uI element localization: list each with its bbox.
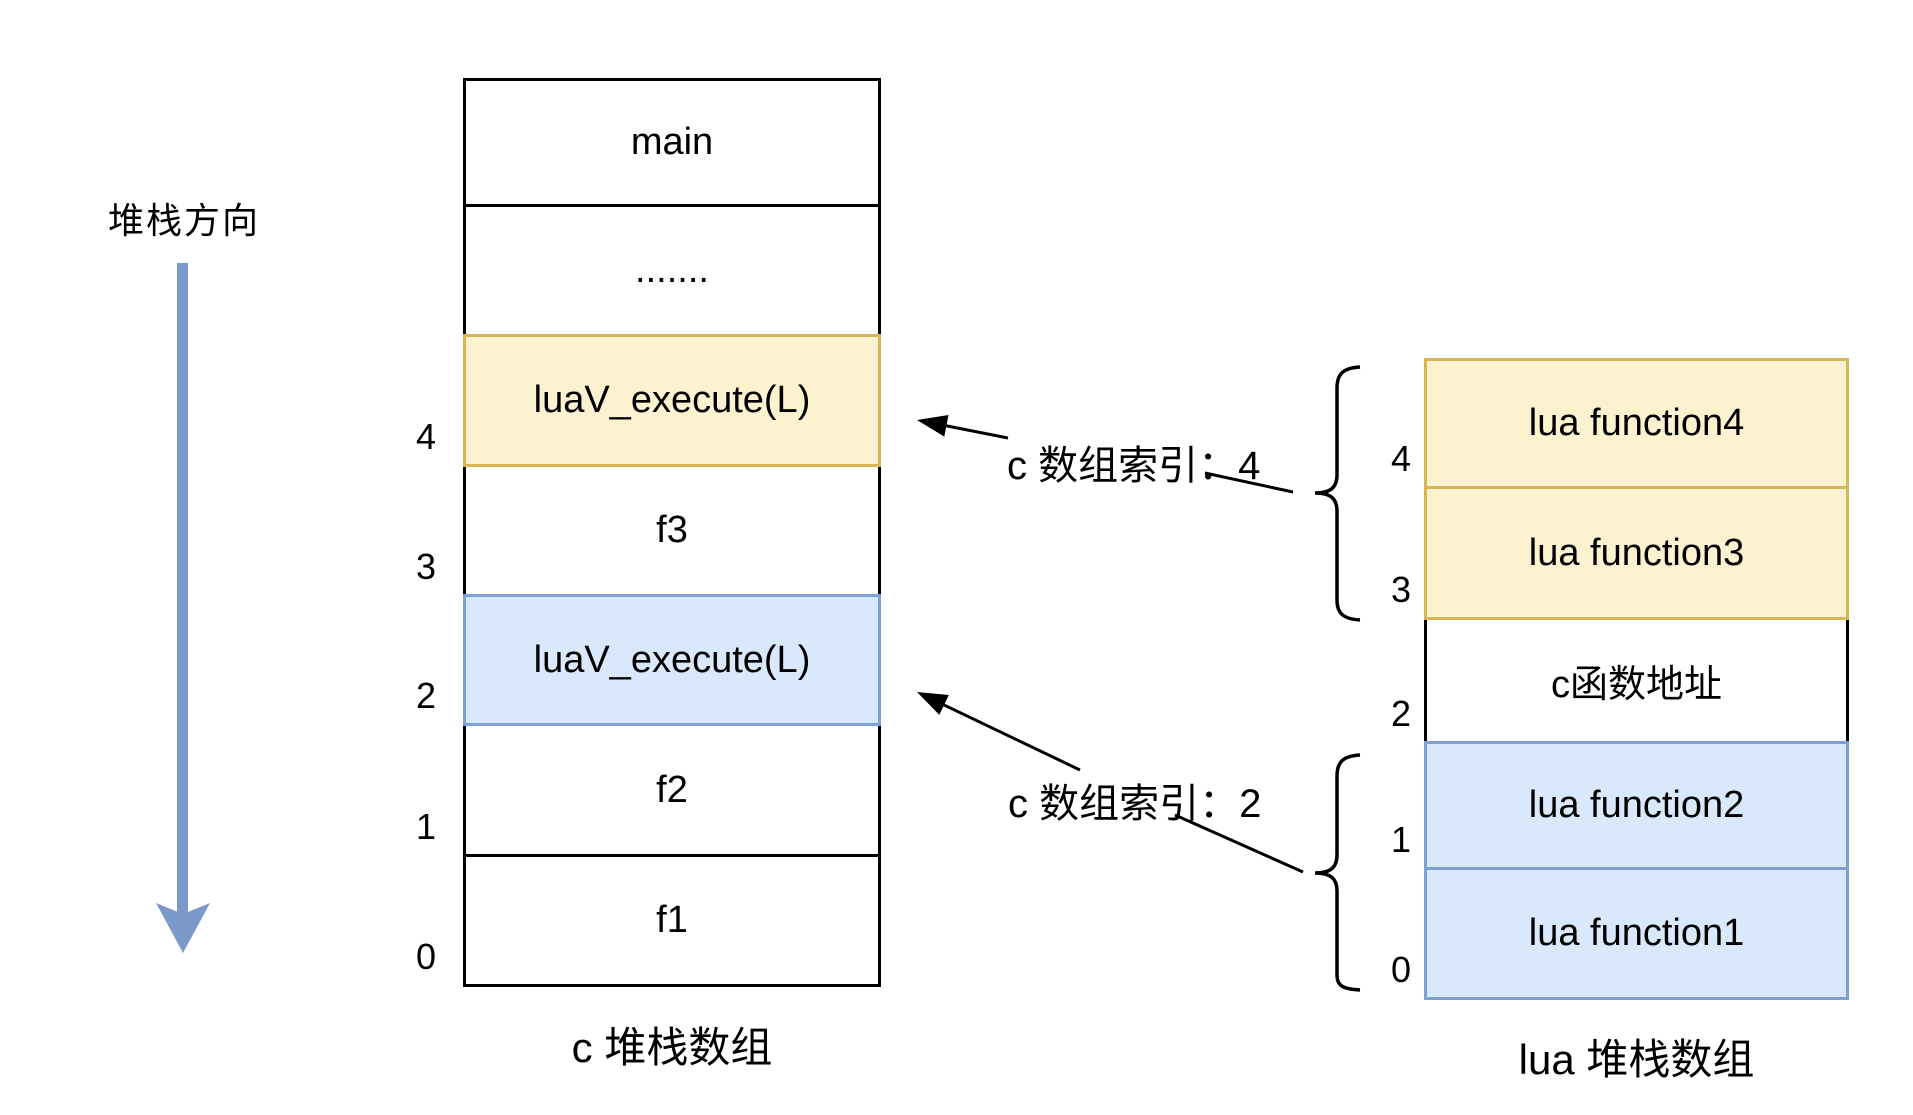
lua-stack-index-2: 2 [1390, 693, 1411, 734]
lua-stack-row-label: lua function1 [1528, 912, 1745, 954]
stack-direction-label: 堆栈方向 [108, 200, 261, 241]
c-stack-index-3: 3 [415, 546, 436, 587]
c-stack-row-f1: f1 0 [416, 854, 881, 987]
c-stack-row-label: f2 [656, 768, 688, 811]
lua-stack-caption: lua 堆栈数组 [1518, 1036, 1755, 1083]
c-stack-index-4: 4 [415, 416, 436, 457]
annotation-arrow-index4-icon [917, 415, 1009, 440]
lua-stack-index-1: 1 [1390, 819, 1411, 860]
c-stack-index-0: 0 [415, 936, 436, 977]
c-stack-row-label: main [630, 121, 714, 163]
lua-stack-row-label: lua function2 [1528, 784, 1745, 826]
lua-stack-index-3: 3 [1390, 569, 1411, 610]
lua-stack-row-function3: lua function3 3 [1391, 486, 1849, 620]
c-stack: main ....... luaV_execute(L) 4 f3 3 luaV… [416, 78, 881, 987]
c-stack-row-label: ....... [635, 249, 709, 291]
c-stack-row-label: luaV_execute(L) [533, 638, 811, 681]
c-stack-row-f2: f2 1 [416, 723, 881, 857]
c-stack-row-label: f3 [656, 509, 688, 551]
c-stack-row-luav-execute-4: luaV_execute(L) 4 [416, 334, 881, 467]
lua-stack-row-label: lua function4 [1528, 402, 1745, 444]
lua-stack-row-function2: lua function2 1 [1391, 741, 1849, 870]
lua-stack: lua function4 4 lua function3 3 c函数地址 2 … [1391, 358, 1849, 1000]
lua-stack-index-0: 0 [1390, 949, 1411, 990]
c-stack-row-main: main [463, 78, 881, 207]
brace-lua-cells-1-0-icon [1314, 753, 1361, 992]
annotation-c-array-index-4: c 数组索引：4 [1007, 444, 1261, 488]
lua-stack-row-label: lua function3 [1528, 531, 1745, 574]
lua-stack-row-label: c函数地址 [1550, 664, 1722, 706]
annotation-c-array-index-2: c 数组索引：2 [1008, 782, 1262, 826]
c-stack-row-f3: f3 3 [416, 464, 881, 597]
c-stack-row-label: luaV_execute(L) [533, 379, 811, 421]
c-stack-row-luav-execute-2: luaV_execute(L) 2 [416, 594, 881, 726]
lua-stack-index-4: 4 [1390, 438, 1411, 479]
lua-stack-row-function1: lua function1 0 [1391, 867, 1849, 1000]
c-stack-row-ellipsis: ....... [463, 204, 881, 337]
c-stack-row-label: f1 [656, 899, 688, 941]
c-stack-index-1: 1 [415, 806, 436, 847]
c-stack-caption: c 堆栈数组 [571, 1024, 773, 1071]
annotation-arrow-index2-icon [917, 692, 1081, 772]
lua-stack-row-function4: lua function4 4 [1391, 358, 1849, 489]
stack-direction-arrow-icon [156, 263, 210, 953]
c-stack-index-2: 2 [415, 675, 436, 716]
brace-lua-cells-4-3-icon [1314, 365, 1361, 622]
lua-stack-row-c-function-address: c函数地址 2 [1391, 617, 1849, 744]
